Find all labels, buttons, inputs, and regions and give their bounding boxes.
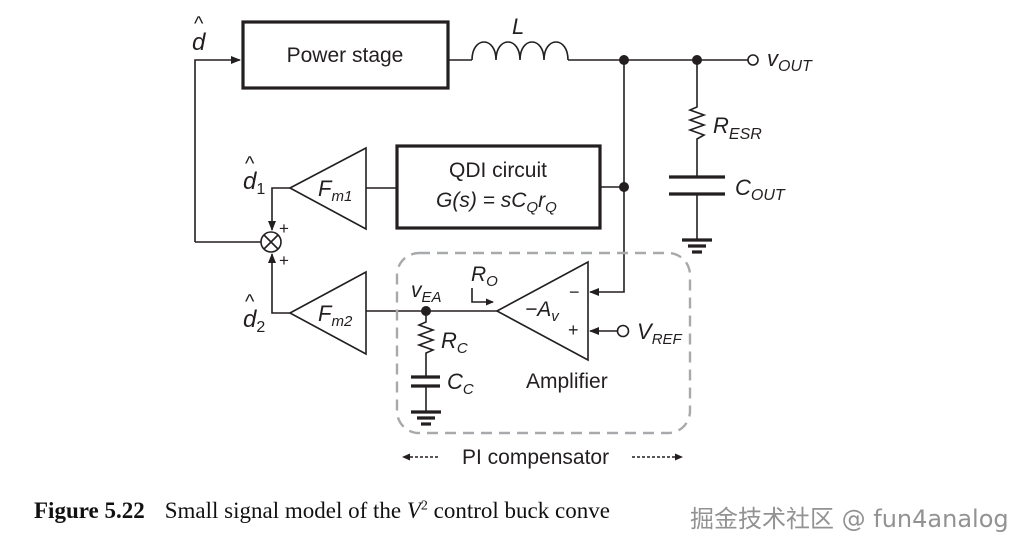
multiply-cross-icon [263, 234, 279, 250]
hat-mark: ^ [245, 153, 255, 175]
ground-icon [411, 410, 441, 426]
fm1-gain-block [288, 146, 367, 231]
qdi-tf-main: G(s) = sC [436, 189, 527, 212]
qdi-tf-r: r [538, 189, 546, 212]
caption-superscript: 2 [420, 498, 428, 514]
d2-hat-signal: ^ d2 [243, 291, 265, 336]
cc-sub: C [463, 381, 474, 398]
fm2-sub: m2 [331, 313, 352, 330]
d1-main: d [243, 168, 257, 195]
rc-label: RC [441, 328, 468, 357]
fm2-label: Fm2 [318, 301, 353, 330]
resr-sub: ESR [729, 126, 762, 143]
amp-gain-main: −A [525, 298, 551, 321]
amplifier-block [495, 260, 589, 362]
pi-compensator-boundary [395, 251, 692, 435]
resr-resistor [687, 60, 707, 177]
amp-plus-sign: + [568, 320, 579, 340]
ro-sub: O [486, 273, 498, 290]
inductor-label: L [512, 14, 524, 39]
d-hat-signal: ^ d [192, 13, 206, 56]
vea-label: vEA [411, 279, 442, 306]
vref-main: V [637, 319, 654, 344]
figure-number: Figure 5.22 [34, 498, 145, 523]
cout-label: COUT [735, 175, 786, 204]
cout-main: C [735, 175, 751, 200]
qdi-transfer-function: G(s) = sCQrQ [436, 189, 557, 216]
qdi-title: QDI circuit [449, 159, 547, 182]
qdi-circuit-block [395, 144, 602, 230]
wire-sense-to-amp-minus [589, 60, 625, 296]
pi-compensator-label: PI compensator [462, 446, 609, 469]
rc-resistor [416, 311, 436, 377]
power-stage-label: Power stage [287, 44, 404, 67]
ground-icon [682, 238, 712, 254]
sum-plus-bottom: + [279, 251, 289, 270]
cc-main: C [447, 369, 463, 394]
inductor-symbol [471, 41, 569, 61]
wire-d2-to-sum [268, 253, 290, 314]
amp-minus-sign: − [569, 282, 580, 302]
vout-main: v [767, 46, 780, 71]
resr-main: R [713, 113, 729, 138]
rc-sub: C [457, 340, 468, 357]
vref-sub: REF [652, 331, 683, 348]
vout-label: vOUT [767, 46, 813, 75]
qdi-tf-sub1: Q [526, 199, 538, 216]
vref-terminal [616, 324, 630, 338]
fm1-sub: m1 [331, 188, 352, 205]
wire-d1-to-sum [268, 187, 290, 231]
sum-plus-top: + [279, 219, 289, 238]
feedback-wire-d [194, 56, 241, 242]
fm1-label: Fm1 [318, 176, 352, 205]
vout-sub: OUT [778, 58, 813, 75]
qdi-tf-sub2: Q [545, 199, 557, 216]
power-stage-block [241, 20, 450, 90]
hat-mark: ^ [194, 13, 204, 35]
vout-terminal [747, 54, 759, 66]
cc-label: CC [447, 369, 474, 398]
ro-arrow [471, 288, 494, 306]
d2-main: d [243, 306, 257, 333]
amp-gain-label: −Av [525, 298, 560, 325]
cout-sub: OUT [751, 187, 786, 204]
caption-text-after: control buck conve [427, 498, 610, 523]
rc-main: R [441, 328, 457, 353]
caption-text-before: Small signal model of the [164, 498, 407, 523]
d1-hat-signal: ^ d1 [243, 153, 265, 198]
amplifier-label: Amplifier [526, 370, 608, 393]
amp-gain-sub: v [551, 308, 560, 325]
resr-label: RESR [713, 113, 762, 143]
vea-sub: EA [422, 289, 442, 306]
d1-label: d1 [243, 168, 265, 198]
fm2-gain-block [288, 270, 367, 356]
caption-v: V [406, 498, 421, 523]
hat-mark: ^ [245, 291, 255, 313]
vea-main: v [411, 279, 423, 302]
d2-sub: 2 [256, 319, 265, 336]
fm1-main: F [318, 176, 333, 201]
watermark: 掘金技术社区 @ fun4analog [690, 505, 1009, 533]
ro-main: R [471, 263, 486, 286]
fm2-main: F [318, 301, 333, 326]
d2-label: d2 [243, 306, 265, 336]
d1-sub: 1 [256, 181, 265, 198]
vref-label: VREF [637, 319, 683, 348]
d-hat-label: d [192, 29, 206, 56]
ro-label: RO [471, 263, 498, 290]
